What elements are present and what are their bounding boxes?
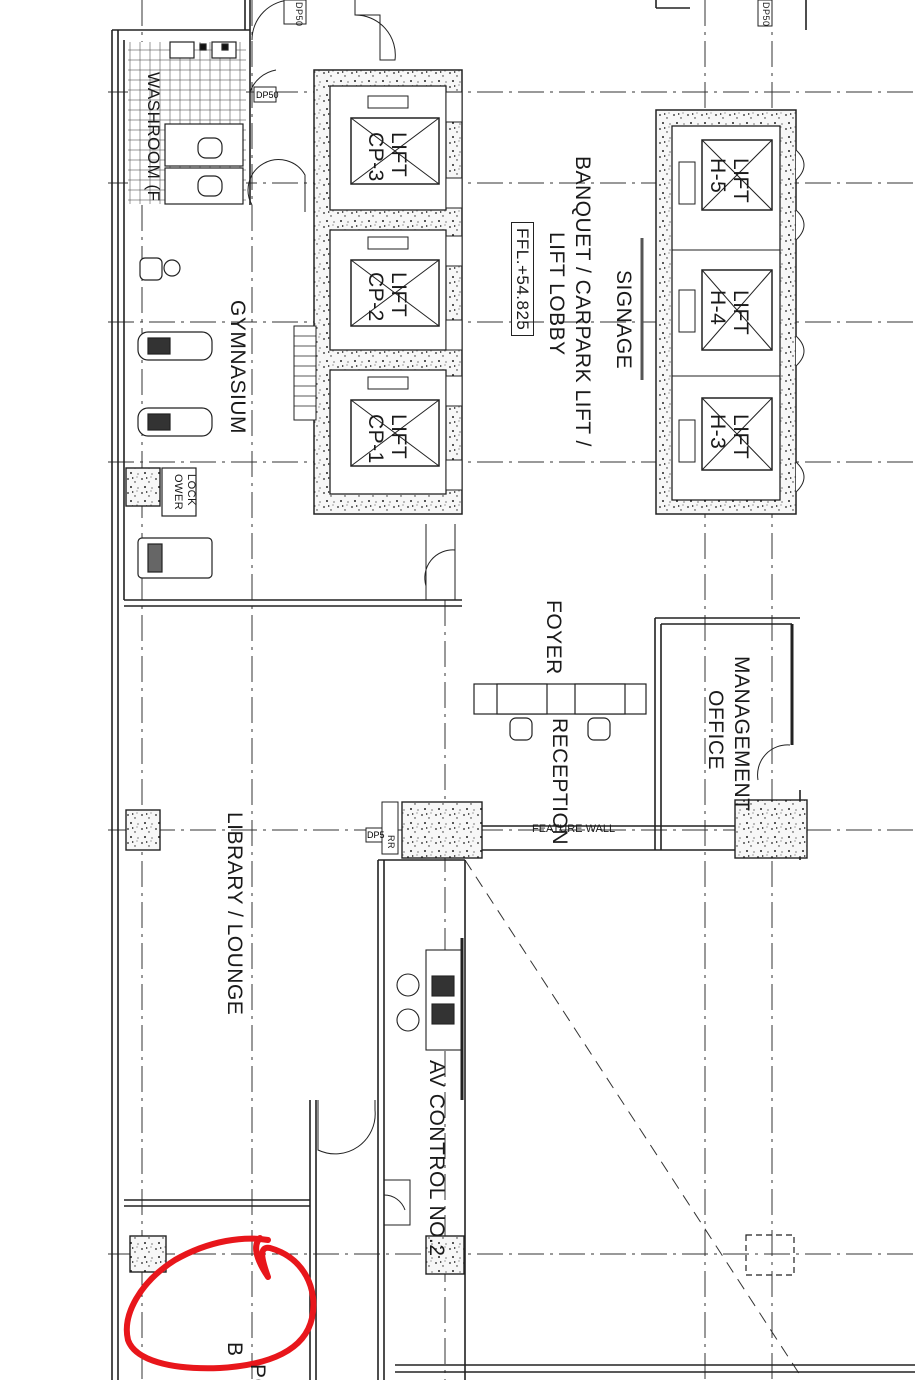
signage-label: SIGNAGE <box>612 270 635 370</box>
dashed-column <box>745 1234 795 1276</box>
lift-h3-label-line1: LIFT <box>729 414 752 460</box>
lift-lobby-label-line1: BANQUET / CARPARK LIFT / <box>571 156 594 447</box>
lift-h3-label-line2: H-3 <box>706 414 729 450</box>
locker-label-line2: OWER <box>172 474 184 511</box>
foyer-label: FOYER <box>542 600 565 675</box>
lift-cp3-label-line2: CP-3 <box>364 132 387 182</box>
lift-cp3-label-line1: LIFT <box>387 132 410 178</box>
ffl-level-tag: FFL.+54.825 <box>511 222 534 337</box>
management-office-label-line1: MANAGEMENT <box>730 656 753 812</box>
gym-equipment <box>137 257 213 579</box>
lift-cp1-label-line2: CP-1 <box>364 414 387 464</box>
management-office-label-line2: OFFICE <box>704 690 727 770</box>
partial-room-label-2: PC <box>246 1364 269 1380</box>
reception-desks <box>473 683 647 741</box>
washroom-fixtures <box>128 41 246 205</box>
lift-cp1-label-line1: LIFT <box>387 414 410 460</box>
av-control-label: AV CONTROL NO.2 <box>425 1060 448 1257</box>
outer-walls <box>111 0 807 1380</box>
void-diagonal <box>464 859 801 1376</box>
library-lounge-label: LIBRARY / LOUNGE <box>223 812 246 1016</box>
doors <box>247 0 791 1226</box>
lift-h5-label-line2: H-5 <box>706 158 729 194</box>
av-desk <box>396 949 463 1051</box>
lift-cp2-label-line1: LIFT <box>387 272 410 318</box>
washroom-label: WASHROOM (F <box>144 72 163 202</box>
locker-label-line1: LOCK <box>185 474 197 506</box>
dp50-tag-washroom: DP50 <box>256 90 279 100</box>
lift-lobby-label-line2: LIFT LOBBY <box>545 232 568 356</box>
lift-core-right <box>640 109 805 515</box>
columns <box>125 467 808 1275</box>
red-markup-circle <box>123 1235 317 1372</box>
lift-cp2-label-line2: CP-2 <box>364 272 387 322</box>
lift-core-left <box>293 69 463 515</box>
gymnasium-label: GYMNASIUM <box>226 300 249 435</box>
lift-h5-label-line1: LIFT <box>729 158 752 204</box>
partial-room-label: B <box>223 1342 246 1357</box>
dp50-tag-top: DP50 <box>294 2 304 27</box>
feature-wall-label: FEATURE WALL <box>532 823 616 835</box>
lift-h4-label-line2: H-4 <box>706 290 729 326</box>
lift-h4-label-line1: LIFT <box>729 290 752 336</box>
riser-tag: RR <box>386 835 396 849</box>
dp50-tag-right: DP50 <box>761 2 771 27</box>
dp50-tag-column: DP5 <box>367 830 385 840</box>
